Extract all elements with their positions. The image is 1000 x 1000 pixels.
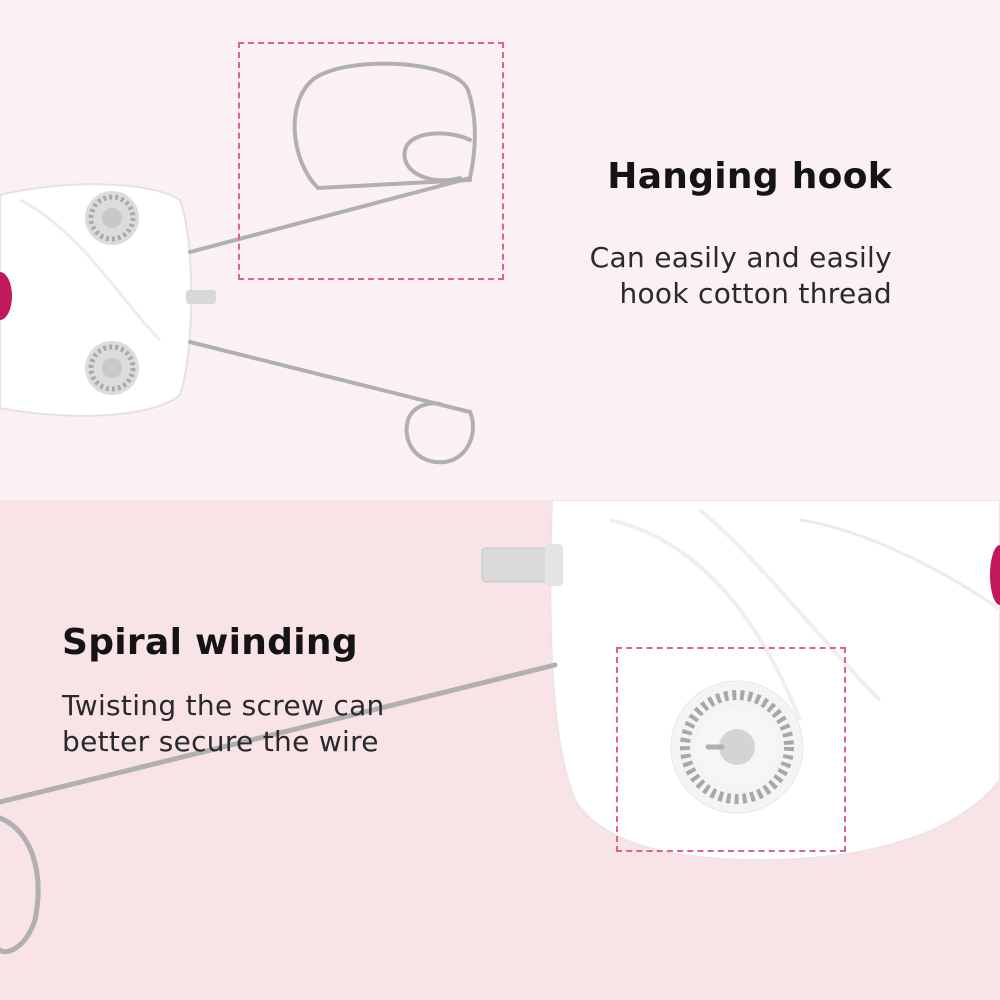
spiral-winding-title: Spiral winding <box>62 622 358 663</box>
device-body-large <box>549 500 1000 862</box>
hook-callout-box <box>238 42 504 280</box>
spiral-winding-panel <box>0 500 1000 1000</box>
hanging-hook-illustration <box>0 61 477 465</box>
hanging-hook-panel: Hanging hook Can easily and easily hook … <box>0 42 892 465</box>
hanging-hook-title: Hanging hook <box>607 156 892 197</box>
spiral-winding-description: Twisting the screw can better secure the… <box>62 689 385 758</box>
stub-cylinder <box>481 547 553 583</box>
lower-hook-wire <box>188 340 475 465</box>
hanging-hook-description: Can easily and easily hook cotton thread <box>589 241 892 310</box>
screw-callout-box <box>616 647 846 852</box>
pink-button-right <box>990 545 1000 605</box>
spiral-winding-illustration <box>0 500 1000 955</box>
lower-knob <box>85 341 139 395</box>
long-wire <box>0 662 725 955</box>
upper-knob <box>85 191 139 245</box>
pink-button <box>0 272 12 320</box>
screw-knob <box>670 680 804 814</box>
upper-hook-wire <box>188 61 477 254</box>
